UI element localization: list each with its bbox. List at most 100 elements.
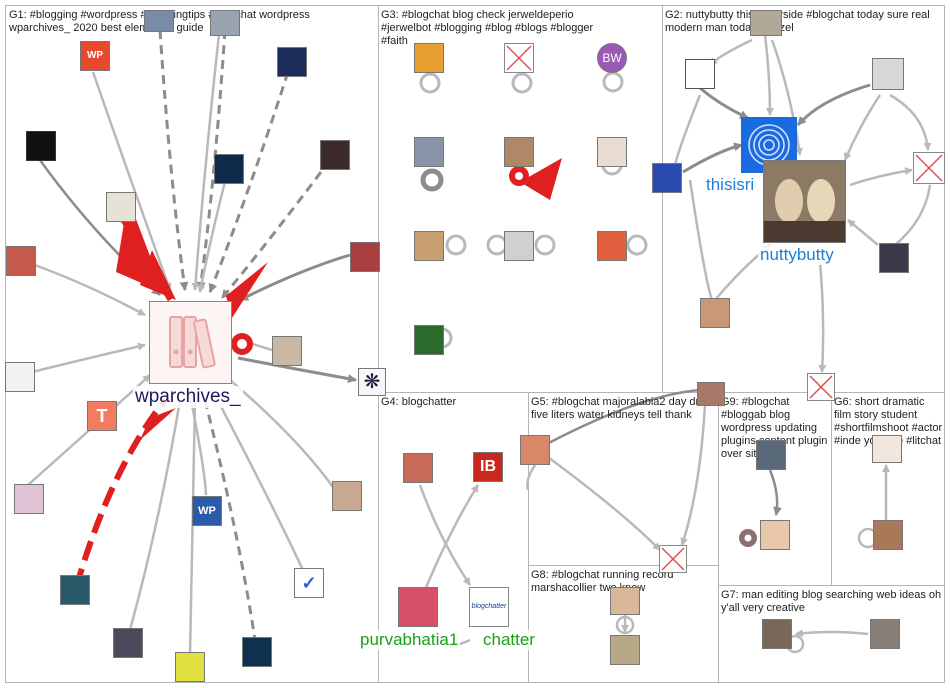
user-avatar[interactable] — [5, 362, 35, 392]
user-avatar[interactable] — [597, 231, 627, 261]
t-logo-avatar[interactable]: T — [87, 401, 117, 431]
user-avatar[interactable] — [113, 628, 143, 658]
sound-logo-avatar[interactable] — [685, 59, 715, 89]
edge — [220, 159, 332, 299]
user-avatar[interactable] — [414, 137, 444, 167]
edge — [680, 404, 707, 546]
x-placeholder-icon — [661, 547, 685, 571]
self-loop-hole — [515, 172, 523, 180]
edge — [544, 388, 701, 447]
user-avatar[interactable] — [106, 192, 136, 222]
user-avatar[interactable] — [414, 43, 444, 73]
wpweb-logo-avatar[interactable]: WP — [192, 496, 222, 526]
edge — [849, 167, 913, 187]
user-avatar[interactable] — [697, 382, 725, 406]
missing-image-icon[interactable] — [504, 43, 534, 73]
self-loop — [534, 234, 556, 256]
user-avatar[interactable] — [750, 10, 782, 36]
user-avatar[interactable] — [610, 635, 640, 665]
edge — [818, 261, 827, 373]
wp-logo-text: WP — [86, 50, 104, 61]
user-avatar[interactable] — [873, 520, 903, 550]
user-avatar[interactable] — [872, 435, 902, 463]
wordpress-avatar[interactable] — [214, 154, 244, 184]
user-avatar[interactable] — [403, 453, 433, 483]
edge — [128, 399, 182, 631]
user-avatar[interactable] — [762, 619, 792, 649]
arrowhead — [226, 262, 268, 318]
purvabhatia-avatar[interactable] — [398, 587, 438, 627]
user-avatar[interactable] — [144, 10, 174, 32]
user-avatar[interactable] — [870, 619, 900, 649]
user-avatar[interactable] — [175, 652, 205, 682]
spider-icon[interactable]: ❋ — [358, 368, 386, 396]
self-loop-hole — [237, 339, 247, 349]
self-loop-hole — [744, 534, 752, 542]
purvabhatia-label[interactable]: purvabhatia1 — [358, 630, 461, 650]
user-avatar[interactable] — [652, 163, 682, 193]
edge — [208, 71, 290, 293]
edge — [188, 394, 208, 496]
checkmark-icon[interactable]: ✓ — [294, 568, 324, 598]
g3-red-loop — [509, 158, 562, 200]
user-avatar[interactable] — [872, 58, 904, 90]
thisisriverside-label[interactable]: thisisri — [704, 175, 757, 195]
user-avatar[interactable] — [879, 243, 909, 273]
edge — [196, 29, 227, 291]
t-logo-text: T — [96, 406, 108, 426]
panel-g7 — [718, 585, 945, 683]
edge — [418, 484, 472, 586]
user-avatar[interactable] — [26, 131, 56, 161]
user-avatar[interactable] — [14, 484, 44, 514]
edge — [709, 38, 753, 66]
g9-edges — [739, 469, 782, 547]
user-avatar[interactable] — [414, 231, 444, 261]
user-avatar[interactable] — [756, 440, 786, 470]
user-avatar[interactable] — [332, 481, 362, 511]
user-avatar[interactable] — [597, 137, 627, 167]
user-avatar[interactable] — [520, 435, 550, 465]
missing-image-icon[interactable] — [659, 545, 687, 573]
user-avatar[interactable] — [504, 231, 534, 261]
user-avatar[interactable] — [700, 298, 730, 328]
g8-edges — [615, 615, 635, 635]
user-avatar[interactable] — [6, 246, 36, 276]
ib-logo-avatar[interactable]: IB — [473, 452, 503, 482]
edge — [188, 399, 197, 656]
edge — [796, 83, 871, 126]
user-avatar[interactable] — [277, 47, 307, 77]
missing-image-icon[interactable] — [913, 152, 945, 184]
user-avatar[interactable] — [504, 137, 534, 167]
user-avatar[interactable] — [414, 325, 444, 355]
user-avatar[interactable] — [60, 575, 90, 605]
wp-logo-avatar[interactable]: WP — [80, 41, 110, 71]
bw-avatar-text: BW — [602, 51, 622, 65]
user-avatar[interactable] — [610, 587, 640, 615]
g3-edges — [419, 71, 648, 349]
user-avatar[interactable] — [320, 140, 350, 170]
bw-avatar[interactable]: BW — [597, 43, 627, 73]
user-avatar[interactable] — [760, 520, 790, 550]
missing-image-icon[interactable] — [807, 373, 835, 401]
edge — [213, 394, 305, 571]
edge — [763, 34, 774, 116]
wparchives-label[interactable]: wparchives_ — [133, 386, 243, 408]
user-avatar[interactable] — [272, 336, 302, 366]
blogchatter-label[interactable]: chatter — [481, 630, 537, 650]
nuttybutty-label[interactable]: nuttybutty — [758, 245, 836, 265]
self-loop — [615, 615, 635, 635]
self-loop — [511, 72, 533, 94]
nuttybutty-avatar[interactable] — [763, 160, 846, 243]
panel-g6 — [831, 392, 945, 586]
blogchatter-logo-avatar[interactable]: blogchatter — [469, 587, 509, 627]
wparchives-avatar[interactable] — [149, 301, 232, 384]
edge — [795, 629, 869, 638]
user-avatar[interactable] — [350, 242, 380, 272]
user-avatar[interactable] — [210, 10, 240, 36]
self-loop — [626, 234, 648, 256]
skull-avatar[interactable] — [242, 637, 272, 667]
edge — [843, 94, 882, 161]
edge — [526, 464, 537, 491]
arrowhead — [140, 408, 176, 440]
